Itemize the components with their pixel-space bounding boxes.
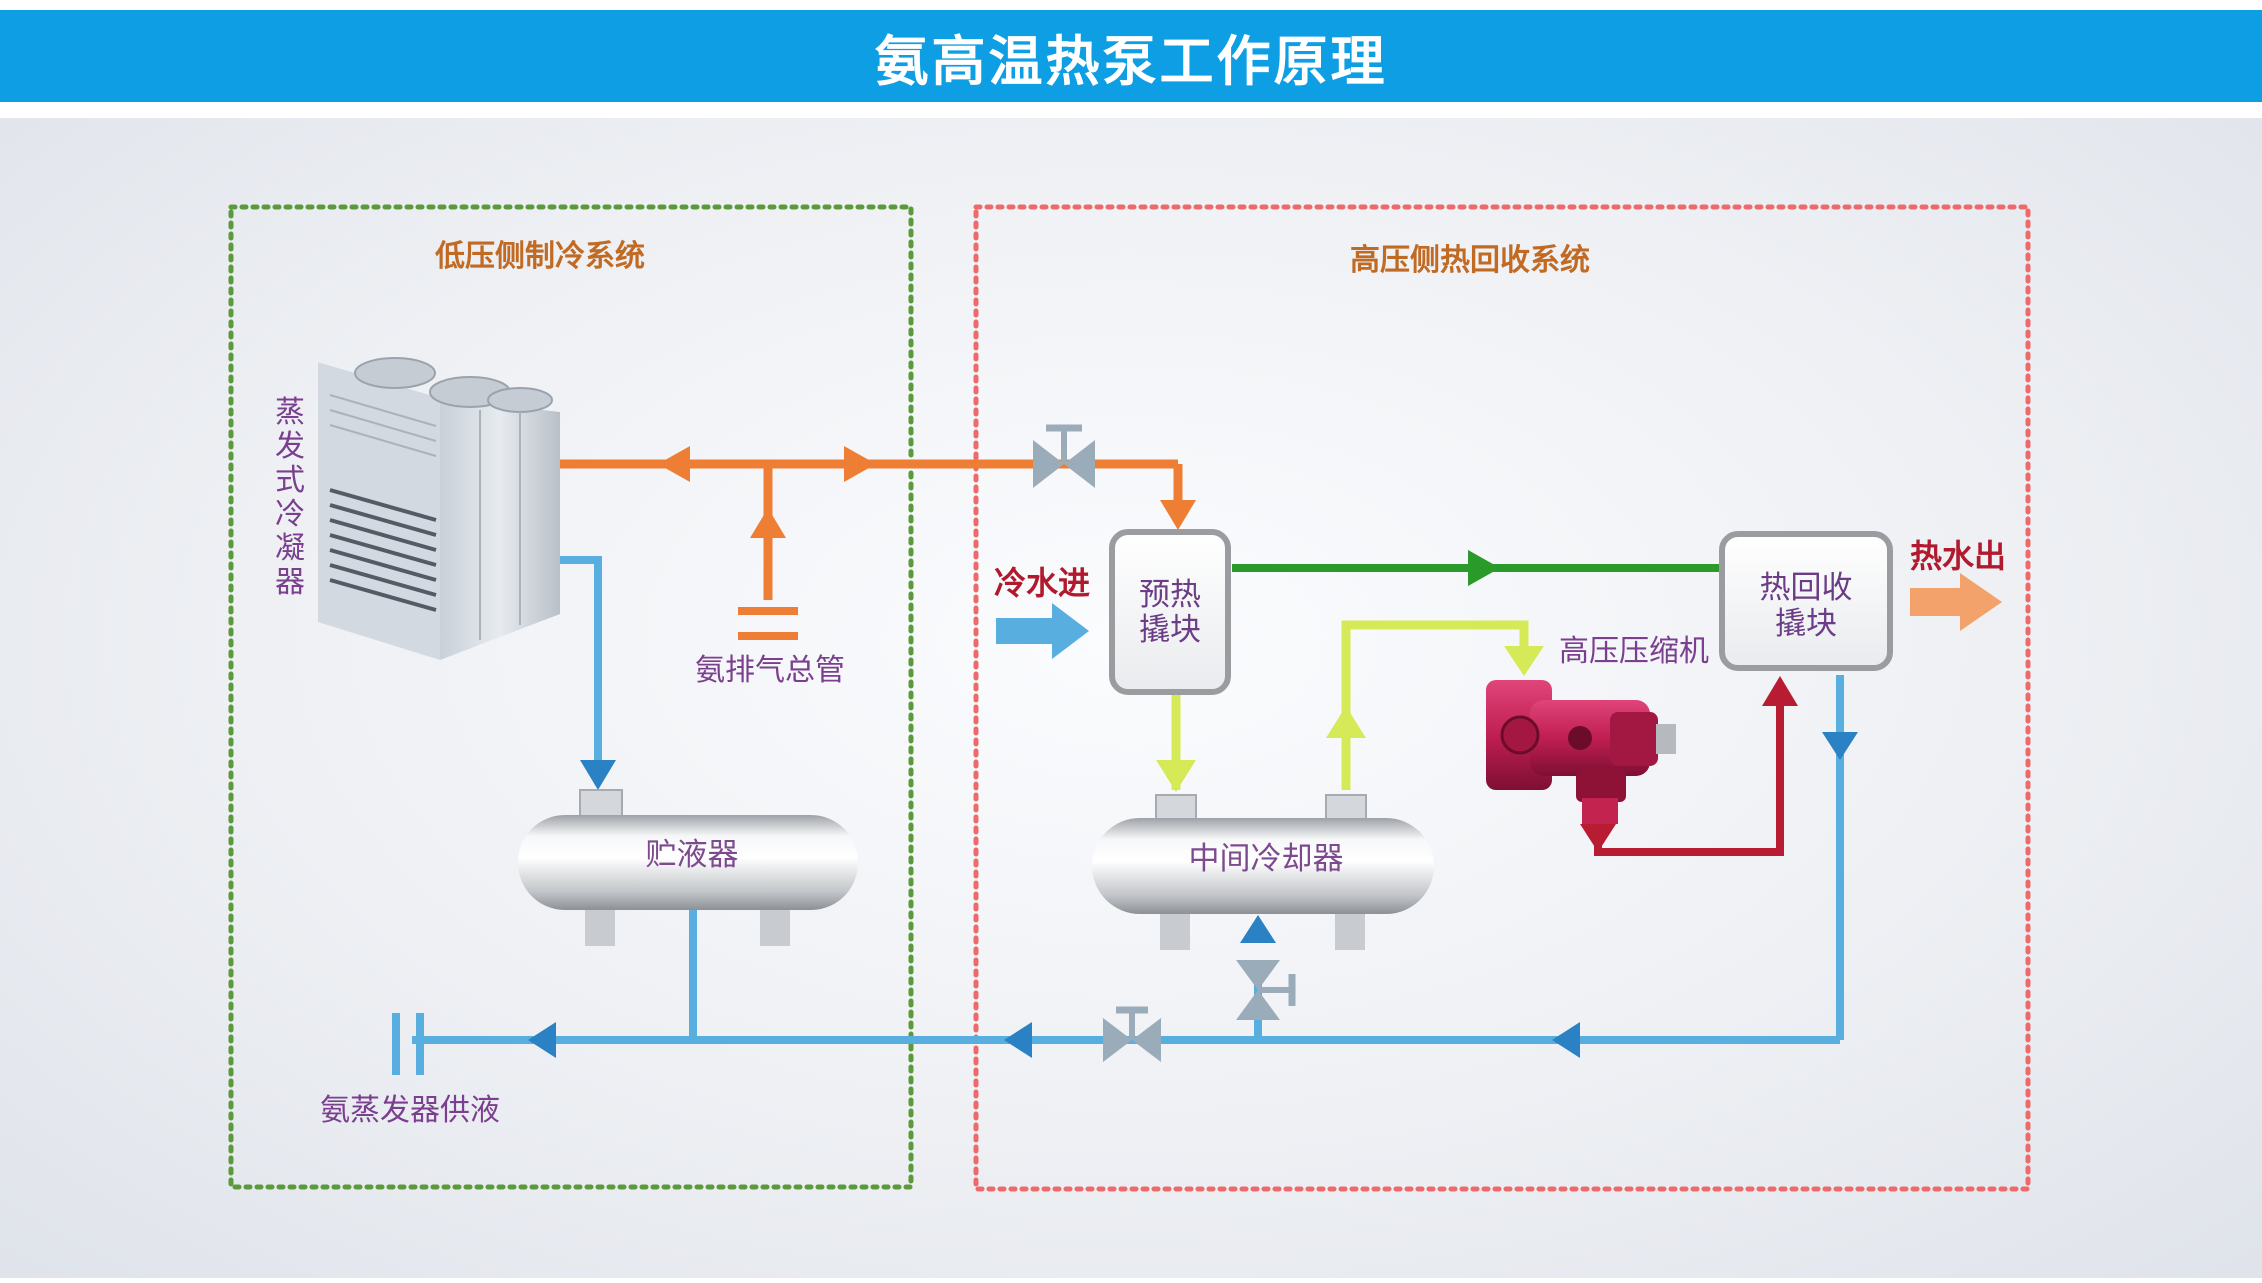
svg-text:预热: 预热: [1139, 577, 1201, 613]
cold-water-in-arrow: [996, 603, 1089, 659]
yellow-arrow-down-compressor: [1504, 646, 1544, 676]
svg-text:蒸: 蒸: [275, 395, 305, 430]
svg-text:撬块: 撬块: [1775, 606, 1837, 642]
heat-recovery-block: 热回收 撬块: [1719, 531, 1893, 671]
title-divider: [0, 102, 2262, 106]
compressor-image: [1486, 680, 1676, 824]
svg-text:热回收: 热回收: [1760, 570, 1853, 606]
green-arrow-right: [1468, 550, 1500, 586]
intercooler-tank: [1092, 794, 1434, 950]
diagram-background: [0, 118, 2262, 1278]
blue-arrow-left-1: [528, 1022, 556, 1058]
preheat-block: 预热 撬块: [1109, 529, 1231, 695]
condenser-label: 蒸 发 式 冷 凝 器: [275, 395, 305, 600]
receiver-label: 贮液器: [646, 837, 739, 873]
cold-water-in-arrow: [995, 603, 1091, 618]
blue-arrow-down-recovery: [1822, 732, 1858, 760]
high-pressure-system-label: 高压侧热回收系统: [1350, 243, 1590, 278]
hot-water-out-arrow: [1910, 573, 2002, 631]
red-arrow-up: [1762, 676, 1798, 706]
yellow-arrow-down-intercooler: [1156, 760, 1196, 792]
orange-arrow-right: [844, 446, 876, 482]
svg-text:撬块: 撬块: [1139, 612, 1201, 648]
blue-arrow-down-receiver: [580, 760, 616, 790]
red-arrow-down: [1580, 824, 1616, 852]
valve-icon: [1033, 424, 1095, 488]
svg-text:发: 发: [275, 429, 305, 464]
orange-arrow-left: [658, 446, 690, 482]
svg-text:凝: 凝: [275, 531, 305, 566]
svg-text:冷: 冷: [275, 497, 305, 532]
orange-arrow-up: [750, 508, 786, 538]
exhaust-header-label: 氨排气总管: [695, 653, 845, 688]
orange-discharge-pipe: [555, 459, 1183, 640]
low-pressure-system-border: [228, 204, 914, 1190]
evaporative-condenser-unit: [318, 357, 560, 660]
yellow-arrow-up: [1326, 706, 1366, 738]
valve-icon: [1236, 960, 1296, 1020]
hp-compressor-label: 高压压缩机: [1559, 634, 1709, 669]
low-pressure-system-label: 低压侧制冷系统: [434, 239, 645, 274]
blue-arrow-left-2: [1004, 1022, 1032, 1058]
hot-water-out-label: 热水出: [1910, 537, 2006, 575]
svg-text:式: 式: [275, 463, 305, 498]
intercooler-label: 中间冷却器: [1189, 841, 1344, 877]
title-bar: 氨高温热泵工作原理: [0, 10, 2262, 102]
blue-arrow-up-intercooler: [1240, 915, 1276, 943]
receiver-tank: [518, 789, 858, 946]
cold-water-in-label: 冷水进: [994, 564, 1090, 602]
high-pressure-system-border: [973, 204, 2031, 1192]
valve-icon: [1103, 1006, 1161, 1062]
page-title: 氨高温热泵工作原理: [874, 29, 1388, 93]
svg-text:器: 器: [275, 565, 305, 600]
blue-arrow-left-3: [1552, 1022, 1580, 1058]
orange-arrow-down: [1160, 500, 1196, 530]
evaporator-supply-label: 氨蒸发器供液: [320, 1093, 500, 1128]
